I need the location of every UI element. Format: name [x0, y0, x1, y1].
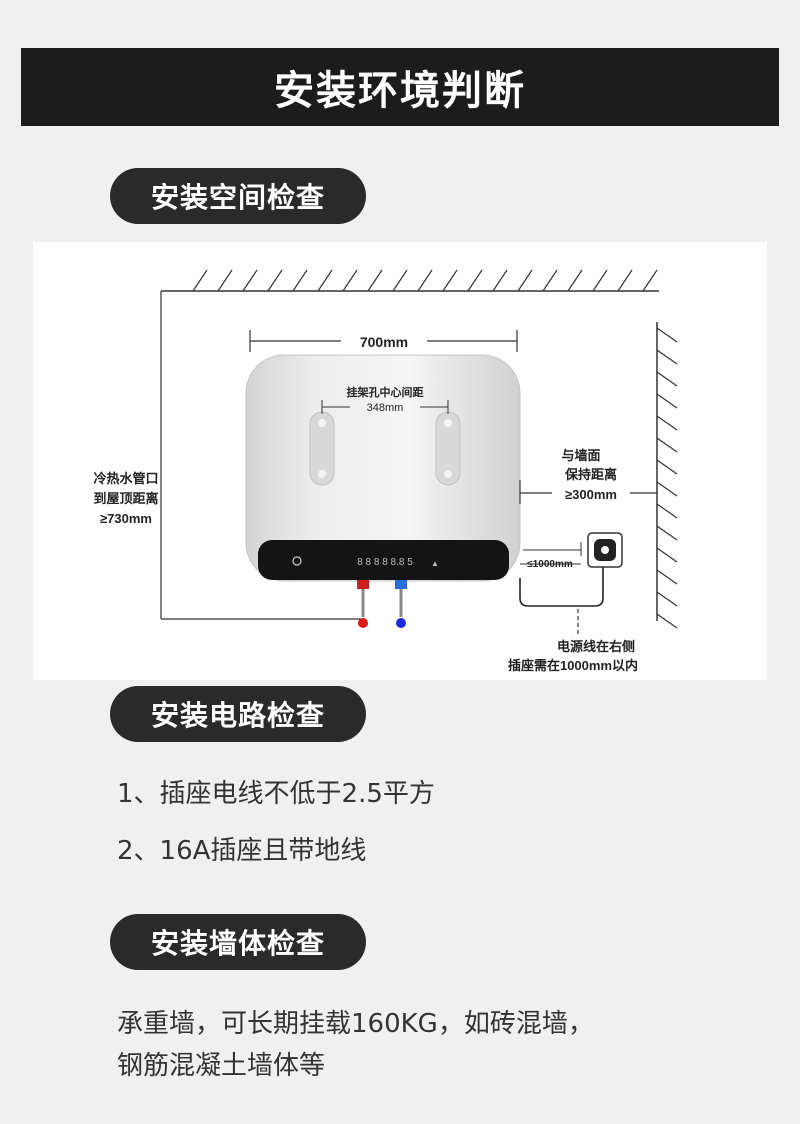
hot-water-pipe: [357, 580, 369, 628]
pipe-distance-value: ≥730mm: [100, 511, 152, 526]
pipe-distance-label-2: 到屋顶距离: [93, 491, 158, 506]
wall-distance-value: ≥300mm: [565, 487, 617, 502]
cold-water-pipe: [395, 580, 407, 628]
hole-dimension: [321, 400, 449, 414]
water-heater-body: [245, 354, 521, 582]
width-label: 700mm: [360, 334, 408, 350]
power-icon: [292, 556, 302, 566]
control-panel: [258, 540, 509, 580]
side-wall: [656, 322, 678, 629]
page-title: 安装环境判断: [274, 68, 526, 114]
section-pill-space: 安装空间检查: [110, 168, 366, 224]
width-dimension: [249, 330, 518, 352]
warning-icon: ▲: [431, 559, 439, 568]
pipe-distance-label-1: 冷热水管口: [93, 471, 158, 486]
section-pill-circuit: 安装电路检查: [110, 686, 366, 742]
section-title-wall: 安装墙体检查: [150, 927, 325, 960]
circuit-item-2: 2、16A插座且带地线: [117, 836, 367, 866]
section-title-space: 安装空间检查: [150, 181, 325, 214]
ceiling-line: [161, 269, 659, 292]
hole-spacing-label: 挂架孔中心间距: [347, 385, 424, 399]
socket: [587, 532, 623, 568]
power-label-2: 插座需在1000mm以内: [508, 658, 638, 673]
hole-distance: 348mm: [367, 402, 404, 414]
socket-distance: ≤1000mm: [527, 559, 573, 570]
display-digits: 8 8 8 8 8.8 5: [357, 557, 413, 568]
wall-line-1: 承重墙，可长期挂载160KG，如砖混墙，: [117, 1009, 594, 1039]
installation-diagram: 700mm 挂架孔中心间距 348mm 8 8 8 8 8.8 5 ▲: [33, 242, 767, 680]
circuit-item-1: 1、插座电线不低于2.5平方: [117, 779, 435, 809]
wall-distance-label-1: 与墙面: [561, 448, 600, 463]
power-cord: [519, 567, 604, 607]
wall-distance-label-2: 保持距离: [564, 467, 617, 482]
title-banner: 安装环境判断: [21, 48, 779, 126]
section-title-circuit: 安装电路检查: [150, 699, 325, 732]
wall-line-2: 钢筋混凝土墙体等: [117, 1051, 326, 1081]
power-label-1: 电源线在右侧: [557, 639, 635, 654]
section-pill-wall: 安装墙体检查: [110, 914, 366, 970]
